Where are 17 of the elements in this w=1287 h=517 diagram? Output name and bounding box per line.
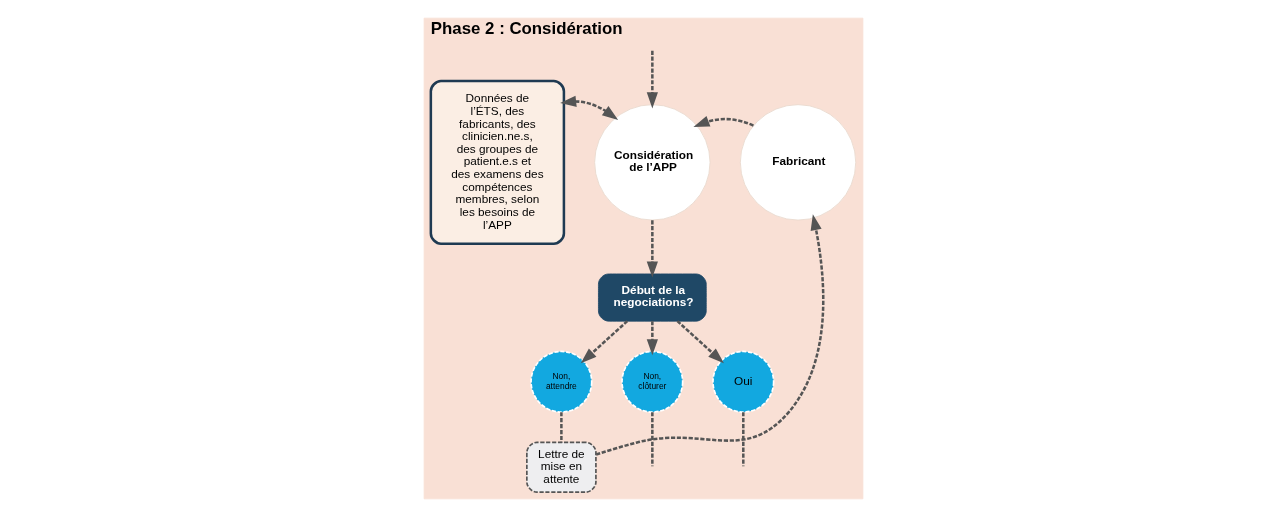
arrow — [560, 95, 619, 121]
node-box: Lettre de mise en attente — [526, 441, 597, 493]
arrow — [693, 116, 754, 127]
arrow — [676, 320, 724, 364]
arrow — [646, 50, 658, 109]
arrow — [580, 320, 629, 364]
arrow — [646, 321, 658, 356]
node-circle: Oui — [712, 350, 775, 413]
node-box: Données de l’ÉTS, des fabricants, des clinicien.ne.s, des groupes de patient.e.s et des examens des compétences membres, selon les besoins de l’APP — [429, 79, 566, 245]
connector — [560, 412, 563, 443]
node-circle: Fabricant — [739, 104, 857, 221]
node-box: Début de la negociations? — [598, 273, 707, 322]
connector — [651, 412, 654, 467]
arrow — [646, 220, 658, 278]
node-circle: Non, clôturer — [621, 350, 684, 413]
connector — [742, 412, 745, 467]
node-circle: Non, attendre — [530, 350, 593, 413]
